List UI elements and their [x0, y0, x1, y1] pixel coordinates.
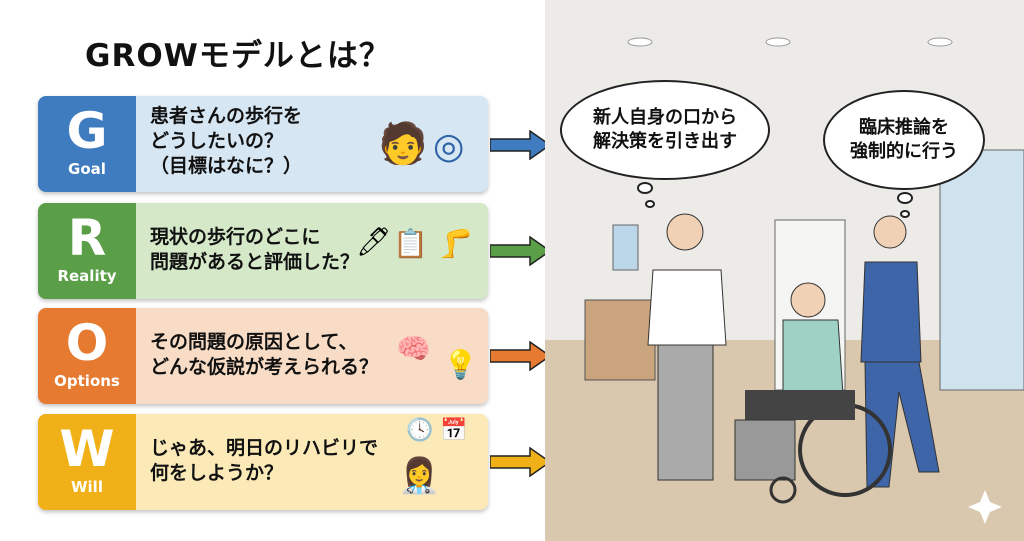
brain-icon: 🧠: [396, 332, 431, 365]
calendar-icon: 📅: [440, 418, 468, 443]
arrow-right-icon: [490, 341, 552, 371]
clock-icon: 🕓: [406, 418, 434, 443]
step-question: 現状の歩行のどこに 問題があると評価した？: [150, 226, 360, 273]
target-icon: ◎: [433, 126, 465, 167]
thought-bubble-right: 臨床推論を 強制的に行う: [823, 90, 985, 190]
bubble-tail: [897, 192, 913, 204]
arrow-right-icon: [490, 236, 552, 266]
pen-icon: 🖊: [356, 225, 392, 258]
bubble-tail: [900, 210, 910, 218]
step-question: その問題の原因として、 どんな仮説が考えられる？: [150, 331, 379, 378]
arrow-right-icon: [490, 447, 552, 477]
step-letter: O: [65, 314, 109, 372]
step-question: 患者さんの歩行を どうしたいの？ （目標はなに？）: [150, 105, 303, 177]
step-letter: W: [59, 420, 115, 478]
patient-icon: 🧑: [378, 121, 428, 167]
step-word: Reality: [57, 267, 117, 285]
staff-icon: 👩‍⚕️: [398, 456, 441, 496]
step-letter: R: [67, 209, 107, 267]
thought-bubble-left: 新人自身の口から 解決策を引き出す: [560, 80, 770, 180]
rehab-scene: 新人自身の口から 解決策を引き出す 臨床推論を 強制的に行う: [545, 0, 1024, 541]
lightbulb-icon: 💡: [443, 348, 478, 381]
arrow-right-icon: [490, 130, 552, 160]
step-question: じゃあ、明日のリハビリで 何をしようか？: [150, 437, 379, 484]
step-letter: G: [66, 102, 108, 160]
page-title: GROWモデルとは？: [85, 38, 391, 74]
hospital-illustration: [545, 0, 1024, 541]
step-word: Will: [71, 478, 103, 496]
bubble-tail: [637, 182, 653, 194]
clipboard-chart-icon: 📋: [393, 227, 428, 260]
bubble-tail: [645, 200, 655, 208]
knee-icon: 🦵: [438, 227, 473, 260]
step-word: Goal: [68, 160, 106, 178]
step-word: Options: [54, 372, 120, 390]
